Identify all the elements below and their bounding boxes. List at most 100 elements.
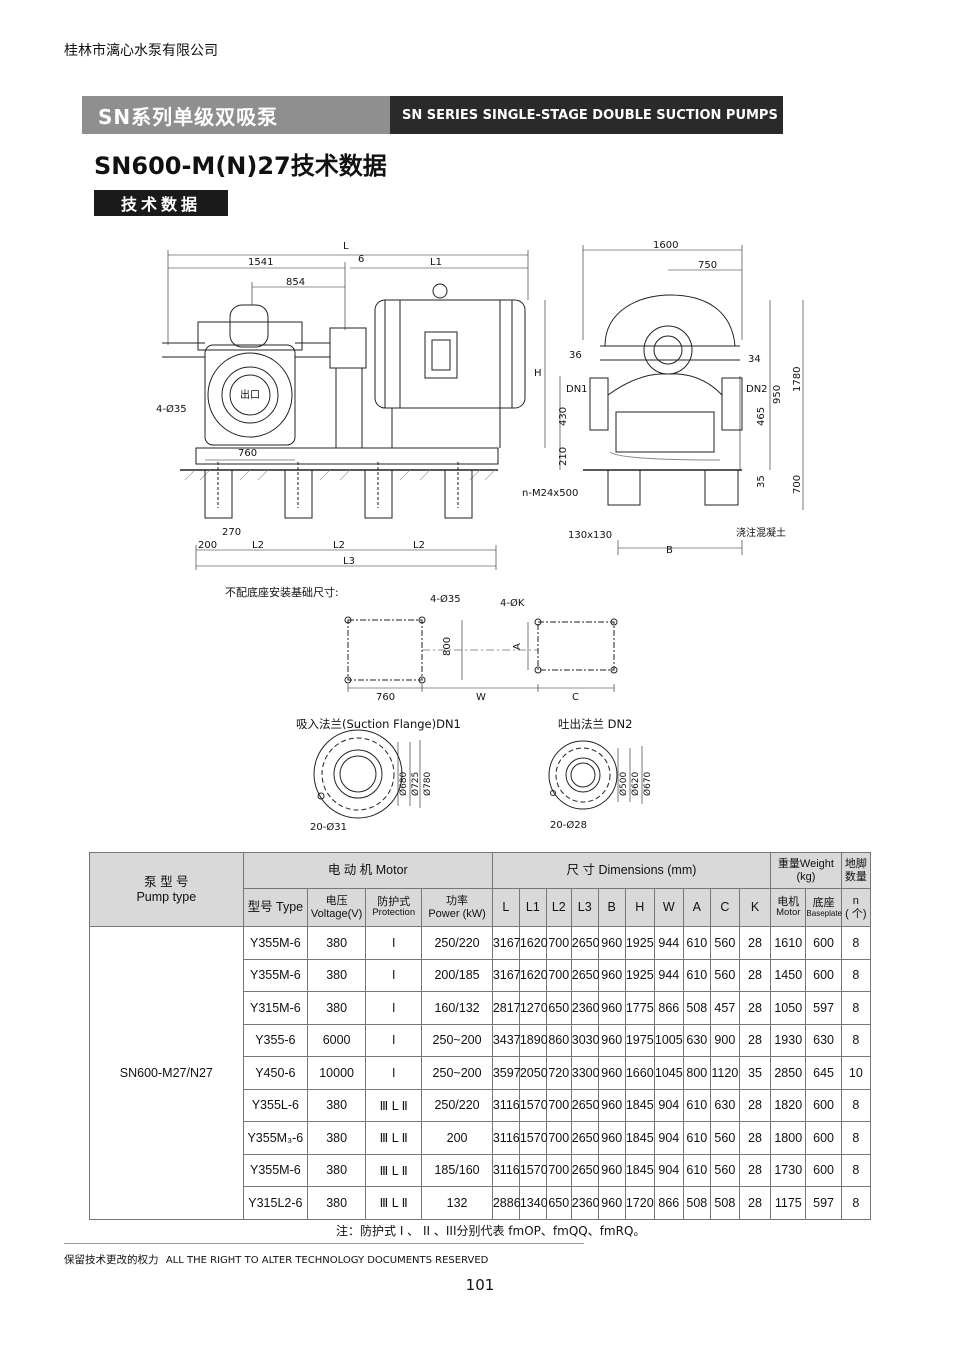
header-weight: 重量Weight (kg) [770,852,842,889]
dim-hole: 4-Ø35 [156,403,187,415]
dim-800: 800 [442,637,453,656]
table-cell: 904 [653,1153,684,1187]
pit-size: 130x130 [568,530,612,541]
table-cell: 597 [805,1186,842,1220]
table-cell: 960 [597,1023,626,1057]
table-cell: 610 [682,1121,711,1155]
table-cell: 2850 [770,1056,807,1090]
table-cell: 960 [597,991,626,1025]
foundation-caption: 不配底座安装基础尺寸: [225,585,339,599]
dim-A: A [512,643,523,650]
table-cell: 10000 [307,1056,367,1090]
table-cell: 630 [805,1023,842,1057]
banner-en: SN SERIES SINGLE-STAGE DOUBLE SUCTION PU… [390,96,783,134]
table-cell: 28 [738,1023,772,1057]
dim-36: 36 [569,350,582,361]
section-tag: 技术数据 [94,190,228,216]
table-cell: 1570 [518,1153,548,1187]
side-view [559,245,804,555]
table-cell: 1050 [770,991,807,1025]
dim-34: 34 [748,354,761,365]
table-cell: 380 [307,991,367,1025]
header-anchor: 地脚 数量 [840,852,872,889]
dim-760: 760 [238,448,257,459]
table-cell: 2886 [491,1186,521,1220]
table-cell: 2650 [570,958,600,992]
foundation-760: 760 [376,692,395,703]
table-cell: 720 [545,1056,572,1090]
table-cell: 3437 [491,1023,521,1057]
table-cell: 1975 [624,1023,655,1057]
table-cell: 960 [597,1121,626,1155]
table-cell: 200/185 [421,958,493,992]
table-cell: 3116 [491,1153,520,1187]
table-cell: 1610 [770,926,807,960]
header-voltage: 电压 Voltage(V) [307,888,367,927]
table-cell: 508 [682,1186,711,1220]
header-anchor-2: 数量 [844,870,867,883]
table-cell: 700 [545,926,572,960]
label-DN2: DN2 [746,384,768,395]
table-cell: 960 [597,1186,626,1220]
dim-1600: 1600 [653,240,678,251]
table-cell: 600 [805,958,842,992]
table-cell: 610 [682,1088,711,1122]
table-cell: 8 [840,1121,872,1155]
header-power-en: Power (kW) [428,907,486,920]
table-cell: 960 [597,1088,626,1122]
table-cell: 960 [597,1153,626,1187]
table-cell: 1930 [770,1023,807,1057]
dim-430: 430 [558,407,569,426]
header-voltage-cn: 电压 [325,894,348,907]
table-cell: 380 [307,1121,367,1155]
table-cell: 597 [805,991,842,1025]
table-cell: I [365,926,423,960]
table-cell: 944 [653,926,684,960]
table-cell: 600 [805,1121,842,1155]
table-cell: 630 [682,1023,711,1057]
table-cell: 3116 [491,1121,520,1155]
table-cell: I [365,991,423,1025]
table-cell: 3116 [491,1088,520,1122]
dim-L: L [343,241,349,252]
table-cell: Y315L2-6 [242,1186,309,1220]
dim-B: B [666,545,673,556]
table-cell: 960 [597,1056,626,1090]
header-L3: L3 [570,888,599,927]
concrete-label: 浇注混凝土 [736,526,786,539]
table-cell: 610 [682,1153,711,1187]
table-cell: 28 [738,1121,772,1155]
suction-d2: Ø725 [410,772,421,796]
table-cell: 960 [597,958,626,992]
table-cell: 1800 [770,1121,807,1155]
table-cell: 2360 [570,1186,600,1220]
table-cell: 700 [545,1088,572,1122]
foundation-plan [344,616,618,692]
table-cell: I [365,958,423,992]
discharge-holes: 20-Ø28 [550,819,587,831]
table-cell: 28 [738,1153,772,1187]
header-power-cn: 功率 [446,894,469,907]
table-cell: 560 [709,958,740,992]
footer-divider [64,1243,584,1244]
table-cell: 3167 [491,958,521,992]
table-cell: Y355M-6 [242,958,309,992]
table-cell: 1720 [624,1186,655,1220]
table-cell: 904 [653,1121,684,1155]
table-cell: 610 [682,958,711,992]
discharge-flange-caption: 吐出法兰 DN2 [558,717,632,731]
table-cell: 700 [545,1121,572,1155]
table-cell: 1775 [624,991,655,1025]
table-cell: I [365,1056,423,1090]
outlet-label: 出口 [240,388,260,401]
table-cell: 2817 [491,991,521,1025]
table-cell: 1450 [770,958,807,992]
table-cell: 2650 [570,1153,600,1187]
table-cell: 1005 [653,1023,684,1057]
table-cell: 904 [653,1088,684,1122]
header-weight-unit: (kg) [796,870,816,883]
header-weight-text: 重量Weight [777,857,834,870]
dim-L2b: L2 [333,540,345,551]
table-cell: 380 [307,926,367,960]
